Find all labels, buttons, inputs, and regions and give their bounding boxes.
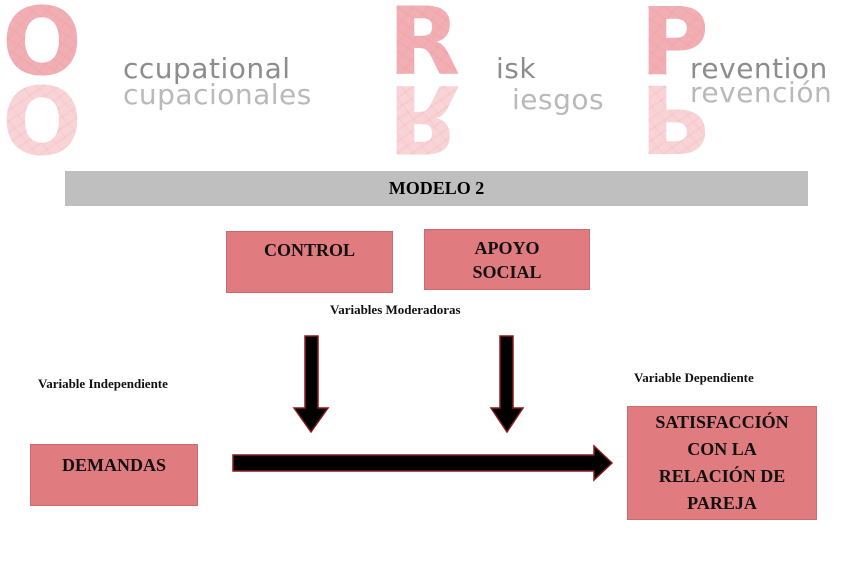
logo-letter-o-reflected: O: [2, 63, 82, 172]
logo-word-riesgos: iesgos: [512, 83, 605, 116]
logo-word-prevention: revention: [690, 52, 828, 85]
logo-word-occupational: ccupational: [123, 52, 291, 85]
satisfaccion-box: SATISFACCIÓN CON LA RELACIÓN DE PAREJA: [627, 406, 817, 520]
control-box: CONTROL: [226, 231, 393, 293]
down-arrow-control: [292, 335, 330, 434]
demandas-box: DEMANDAS: [30, 444, 198, 506]
dependent-variable-label: Variable Dependiente: [634, 370, 754, 385]
title-bar: MODELO 2: [65, 171, 808, 206]
moderator-variables-label: Variables Moderadoras: [330, 302, 461, 317]
diagram-title: MODELO 2: [388, 178, 485, 198]
satisfaccion-label-line-1: SATISFACCIÓN: [655, 412, 789, 432]
apoyo-social-box: APOYO SOCIAL: [424, 229, 590, 290]
satisfaccion-label-line-3: RELACIÓN DE: [658, 466, 786, 486]
logo-letter-r-reflected: R: [388, 63, 461, 172]
control-label: CONTROL: [263, 240, 355, 260]
logo-word-ocupacionales: cupacionales: [123, 78, 312, 111]
logo-word-prevencion: revención: [690, 76, 833, 109]
down-arrow-apoyo: [489, 335, 525, 434]
apoyo-label-line-1: APOYO: [474, 237, 540, 258]
satisfaccion-label-line-2: CON LA: [687, 439, 757, 459]
apoyo-label-line-2: SOCIAL: [472, 261, 542, 282]
right-arrow-main: [232, 444, 614, 482]
logo-letter-r: R: [388, 0, 461, 90]
logo-letter-o: O: [2, 0, 82, 90]
orp-logo: O O R R P P ccupational cupacionales isk…: [0, 0, 868, 172]
independent-variable-label: Variable Independiente: [38, 376, 168, 391]
demandas-label: DEMANDAS: [61, 455, 166, 475]
satisfaccion-label-line-4: PAREJA: [687, 493, 757, 513]
logo-word-risk: isk: [496, 52, 537, 85]
logo-letter-p: P: [640, 0, 709, 90]
